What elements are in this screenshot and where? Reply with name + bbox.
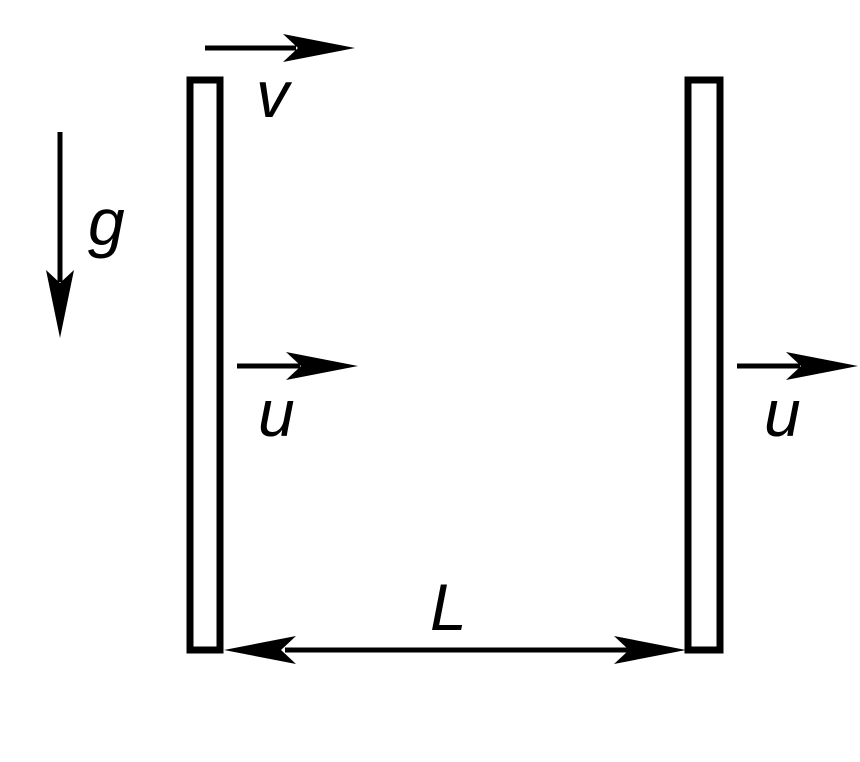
- separation-label: L: [430, 570, 467, 644]
- velocity-v-arrow: [205, 34, 355, 62]
- left-wall-velocity-label: u: [258, 376, 295, 450]
- right-wall-velocity-label: u: [764, 376, 801, 450]
- left-wall-velocity-arrow: [237, 352, 358, 380]
- separation-arrow: [224, 636, 686, 664]
- left-wall: [186, 76, 224, 654]
- gravity-g-label: g: [88, 185, 125, 259]
- right-wall: [684, 76, 724, 654]
- right-wall-velocity-arrow: [737, 352, 858, 380]
- gravity-arrow: [46, 132, 74, 338]
- velocity-v-label: v: [256, 57, 293, 131]
